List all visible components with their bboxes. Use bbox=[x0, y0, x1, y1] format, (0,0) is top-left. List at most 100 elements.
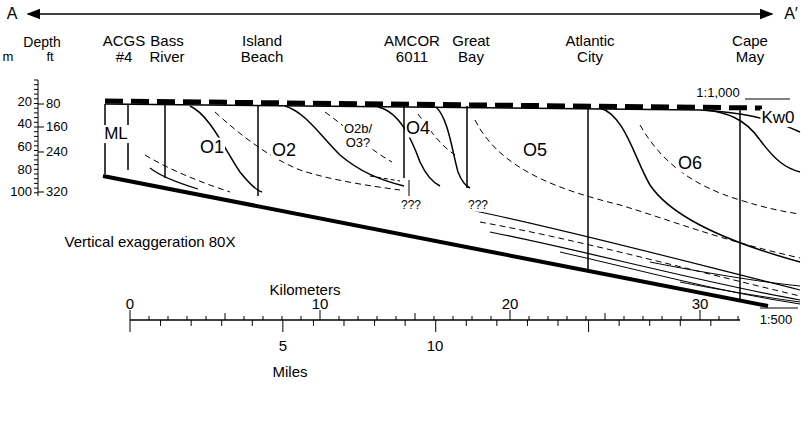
depth-value: 100 bbox=[10, 185, 32, 199]
mile-tick bbox=[710, 320, 711, 326]
mile-tick bbox=[252, 320, 253, 326]
km-tick bbox=[472, 316, 473, 320]
depth-tick bbox=[34, 117, 38, 118]
mile-tick bbox=[588, 320, 589, 332]
depth-value: 320 bbox=[46, 185, 68, 199]
section-end: A′ bbox=[784, 6, 798, 23]
unit-label: O5 bbox=[522, 141, 548, 160]
depth-tick bbox=[34, 136, 38, 137]
km-tick bbox=[624, 316, 625, 320]
km-tick bbox=[358, 316, 359, 320]
depth-tick bbox=[34, 192, 38, 193]
unit-label: Kw0 bbox=[760, 109, 795, 127]
km-tick bbox=[643, 316, 644, 320]
depth-tick bbox=[34, 94, 38, 95]
km-tick bbox=[168, 316, 169, 320]
unit-label: O4 bbox=[405, 119, 431, 138]
well-name: Cape May bbox=[732, 33, 768, 65]
km-tick bbox=[453, 316, 454, 320]
depth-tick bbox=[34, 183, 38, 184]
km-tick bbox=[681, 316, 682, 320]
mile-tick bbox=[191, 320, 192, 326]
mile-tick bbox=[527, 320, 528, 326]
unit-label: O2b/ O3? bbox=[343, 122, 373, 149]
axis-unit: m bbox=[3, 50, 14, 64]
depth-tick bbox=[34, 112, 38, 113]
mile-tick bbox=[496, 320, 497, 326]
km-tick bbox=[377, 316, 378, 320]
depth-tick bbox=[34, 178, 38, 179]
axis-title: Kilometers bbox=[270, 282, 341, 298]
km-tick bbox=[415, 313, 416, 320]
depth-tick bbox=[34, 84, 38, 85]
depth-value: 160 bbox=[46, 120, 68, 134]
note: Vertical exaggeration 80X bbox=[64, 234, 237, 250]
section-end: A bbox=[7, 6, 18, 23]
km-tick bbox=[605, 313, 606, 320]
axis-title: Depth bbox=[23, 35, 60, 50]
axis-title: Miles bbox=[272, 364, 307, 380]
depth-tick bbox=[38, 192, 44, 193]
mile-tick bbox=[343, 320, 344, 326]
scale-ratio: 1:500 bbox=[760, 313, 793, 327]
depth-tick bbox=[34, 103, 38, 104]
scale-value: 5 bbox=[279, 338, 287, 354]
scale-ratio: 1:1,000 bbox=[696, 86, 739, 100]
mile-tick bbox=[405, 320, 406, 326]
km-tick bbox=[662, 316, 663, 320]
mile-tick bbox=[374, 320, 375, 326]
km-tick bbox=[339, 316, 340, 320]
mile-tick bbox=[282, 320, 283, 332]
depth-tick bbox=[34, 127, 38, 128]
depth-tick bbox=[34, 131, 38, 132]
km-tick bbox=[282, 316, 283, 320]
km-tick bbox=[263, 316, 264, 320]
km-tick bbox=[206, 316, 207, 320]
depth-tick bbox=[34, 150, 38, 151]
unknown-mark: ??? bbox=[400, 199, 422, 212]
depth-value: 40 bbox=[18, 117, 32, 131]
scale-ticks bbox=[130, 310, 738, 332]
depth-tick bbox=[34, 169, 38, 170]
scale-value: 30 bbox=[692, 296, 709, 312]
depth-tick bbox=[34, 141, 38, 142]
well-name: ACGS #4 bbox=[103, 33, 146, 65]
well-name: Great Bay bbox=[452, 33, 490, 65]
km-tick bbox=[434, 316, 435, 320]
well-name: Bass River bbox=[149, 33, 184, 65]
section-lines bbox=[103, 99, 800, 308]
km-tick bbox=[529, 316, 530, 320]
km-tick bbox=[738, 316, 739, 320]
depth-ticks bbox=[34, 80, 44, 193]
depth-value: 80 bbox=[46, 97, 60, 111]
depth-tick bbox=[34, 188, 38, 189]
well-name: AMCOR 6011 bbox=[384, 33, 440, 65]
km-tick bbox=[586, 316, 587, 320]
km-tick bbox=[244, 316, 245, 320]
depth-tick bbox=[34, 98, 38, 99]
depth-tick bbox=[38, 152, 44, 153]
mile-tick bbox=[221, 320, 222, 326]
km-tick bbox=[491, 316, 492, 320]
mile-tick bbox=[435, 320, 436, 332]
depth-tick bbox=[34, 159, 38, 160]
mile-tick bbox=[649, 320, 650, 326]
km-tick bbox=[225, 313, 226, 320]
km-tick bbox=[567, 316, 568, 320]
scale-value: 20 bbox=[502, 296, 519, 312]
mile-tick bbox=[313, 320, 314, 326]
unit-label: O6 bbox=[677, 154, 703, 173]
well-name: Atlantic City bbox=[565, 33, 614, 65]
depth-tick bbox=[34, 145, 38, 146]
unit-label: O1 bbox=[199, 138, 225, 157]
unknown-mark: ??? bbox=[467, 199, 489, 212]
well-name: Island Beach bbox=[241, 33, 284, 65]
unit-label: O2 bbox=[271, 141, 297, 160]
depth-tick bbox=[38, 127, 44, 128]
depth-value: 240 bbox=[46, 145, 68, 159]
depth-value: 80 bbox=[18, 163, 32, 177]
km-tick bbox=[396, 316, 397, 320]
mile-tick bbox=[160, 320, 161, 326]
axis-unit: ft bbox=[46, 50, 53, 64]
km-tick bbox=[187, 316, 188, 320]
